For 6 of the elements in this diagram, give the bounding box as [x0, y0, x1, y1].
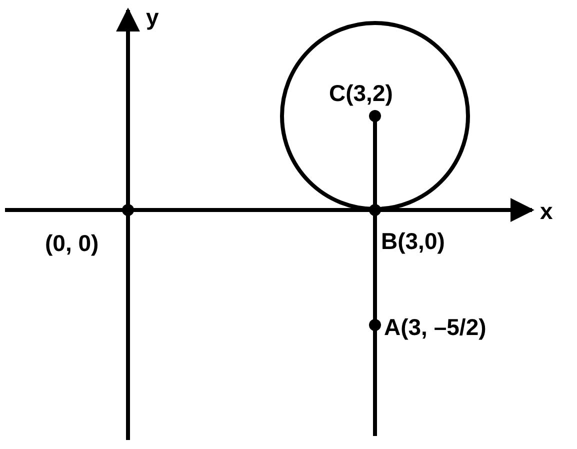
point-label: A(3, –5/2)	[384, 316, 486, 339]
point-label: C(3,2)	[329, 82, 393, 105]
point-label: B(3,0)	[381, 230, 445, 253]
axis-label: y	[146, 6, 159, 29]
point-label: (0, 0)	[45, 232, 99, 255]
axis-label: x	[540, 200, 553, 223]
